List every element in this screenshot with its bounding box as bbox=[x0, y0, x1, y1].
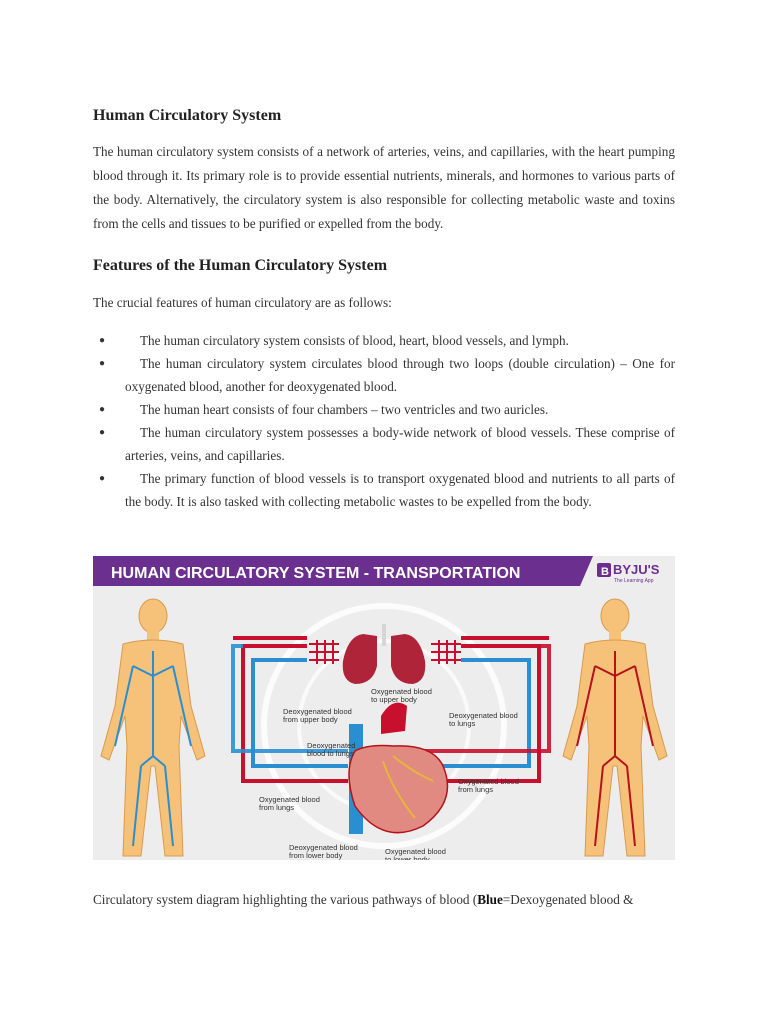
intro-paragraph: The human circulatory system consists of… bbox=[93, 144, 675, 231]
bullet-icon: ● bbox=[99, 473, 106, 484]
bullet-icon: ● bbox=[99, 358, 106, 369]
features-lead: The crucial features of human circulator… bbox=[93, 295, 392, 310]
features-list: ●The human circulatory system consists o… bbox=[93, 329, 675, 513]
bullet-icon: ● bbox=[99, 404, 106, 415]
features-heading: Features of the Human Circulatory System bbox=[93, 257, 388, 274]
bullet-icon: ● bbox=[99, 427, 106, 438]
list-item: ●The human circulatory system consists o… bbox=[93, 329, 675, 352]
page-title: Human Circulatory System bbox=[93, 107, 282, 124]
left-body-figure bbox=[100, 598, 206, 857]
figure-caption: Circulatory system diagram highlighting … bbox=[93, 892, 634, 907]
circulatory-diagram: HUMAN CIRCULATORY SYSTEM - TRANSPORTATIO… bbox=[93, 556, 675, 860]
list-item: ●The human heart consists of four chambe… bbox=[93, 398, 675, 421]
lungs bbox=[342, 624, 426, 684]
right-body-figure bbox=[562, 598, 668, 857]
bullet-icon: ● bbox=[99, 335, 106, 346]
list-item: ●The human circulatory system circulates… bbox=[93, 352, 675, 398]
list-item: ●The primary function of blood vessels i… bbox=[93, 467, 675, 513]
heart bbox=[348, 702, 449, 834]
byjus-logo: B BYJU'S The Learning App bbox=[597, 562, 660, 584]
svg-text:BYJU'S: BYJU'S bbox=[613, 562, 660, 577]
svg-text:The Learning App: The Learning App bbox=[614, 578, 654, 584]
list-item: ●The human circulatory system possesses … bbox=[93, 421, 675, 467]
banner-title: HUMAN CIRCULATORY SYSTEM - TRANSPORTATIO… bbox=[111, 565, 520, 582]
svg-text:B: B bbox=[601, 566, 609, 578]
banner-bar bbox=[93, 556, 593, 586]
